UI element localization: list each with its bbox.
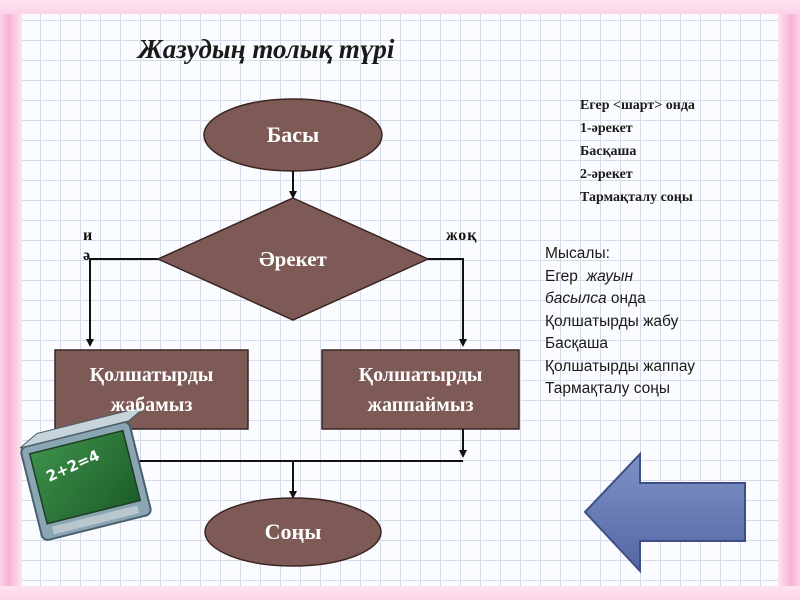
example-line-2: басылса онда [545,288,695,311]
example-line-2-suffix: онда [606,290,646,307]
frame-left [0,0,22,600]
no-action-box [321,349,520,430]
end-node [204,497,382,567]
example-line-1: Егер жауын [545,266,695,289]
decision-node [156,197,430,321]
yes-action-box [54,349,249,430]
syntax-line-5: Тармақталу соңы [580,190,693,205]
syntax-line-1: Егер <шарт> онда [580,98,695,113]
syntax-box: Егер <шарт> онда 1-әрекет Басқаша 2-әрек… [580,94,695,209]
example-line-1-prefix: Егер [545,267,587,285]
start-node [203,98,383,172]
example-box: Мысалы: Егер жауын басылса онда Қолшатыр… [545,243,695,401]
frame-right [778,0,800,600]
example-heading: Мысалы: [545,245,610,262]
no-branch-label: жоқ [446,227,478,244]
connector-yes [86,258,158,347]
example-line-5: Қолшатырды жаппау [545,357,696,375]
connector-no [428,258,467,347]
chalkboard-icon: 2+2=4 [19,405,152,541]
slide-title: Жазудың толық түрі [138,34,395,64]
example-line-4: Басқаша [545,335,608,352]
frame-bottom [0,586,800,600]
frame-top [0,0,800,14]
example-line-3: Қолшатырды жабу [545,312,679,330]
example-line-6: Тармақталу соңы [545,380,670,397]
syntax-line-2: 1-әрекет [580,121,633,136]
syntax-line-3: Басқаша [580,144,637,159]
example-line-1-italic: жауын [586,267,633,285]
syntax-line-4: 2-әрекет [580,167,633,182]
example-line-2-italic: басылса [545,290,607,307]
back-arrow-icon[interactable] [583,451,746,574]
yes-branch-label: иә [83,227,94,264]
